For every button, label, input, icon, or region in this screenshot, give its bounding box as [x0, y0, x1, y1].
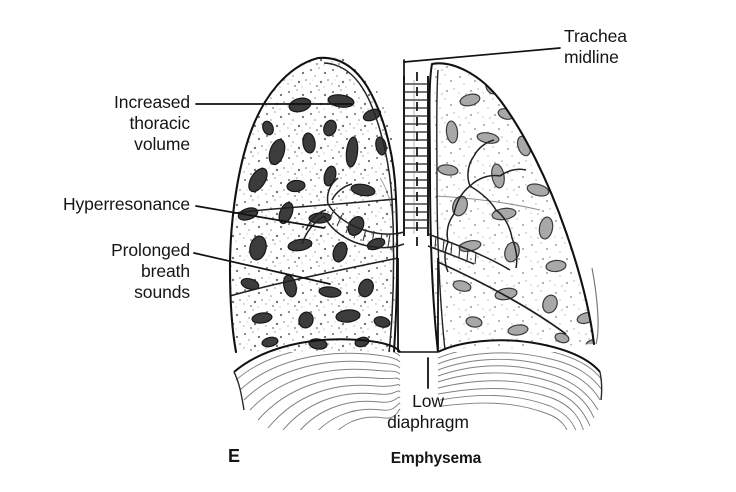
leader-prolonged-breath-sounds — [193, 252, 331, 285]
leader-trachea-midline — [403, 47, 561, 63]
left-lung-bullae — [230, 94, 397, 350]
label-prolonged-breath-sounds: Prolonged breath sounds — [111, 240, 190, 302]
leader-hyperresonance — [195, 205, 325, 229]
panel-letter: E — [228, 446, 240, 466]
leader-lines — [193, 47, 561, 389]
label-hyperresonance: Hyperresonance — [62, 194, 190, 214]
label-low-diaphragm: Low diaphragm — [387, 391, 469, 432]
diaphragm — [233, 338, 603, 430]
trachea — [403, 72, 429, 248]
bronchi — [301, 139, 527, 273]
label-trachea-midline: Trachea midline — [564, 26, 627, 67]
left-lung — [228, 56, 399, 354]
figure-caption-emphysema: Emphysema — [390, 450, 482, 467]
label-increased-thoracic-volume: Increased thoracic volume — [114, 92, 190, 154]
mediastinum — [397, 258, 439, 353]
